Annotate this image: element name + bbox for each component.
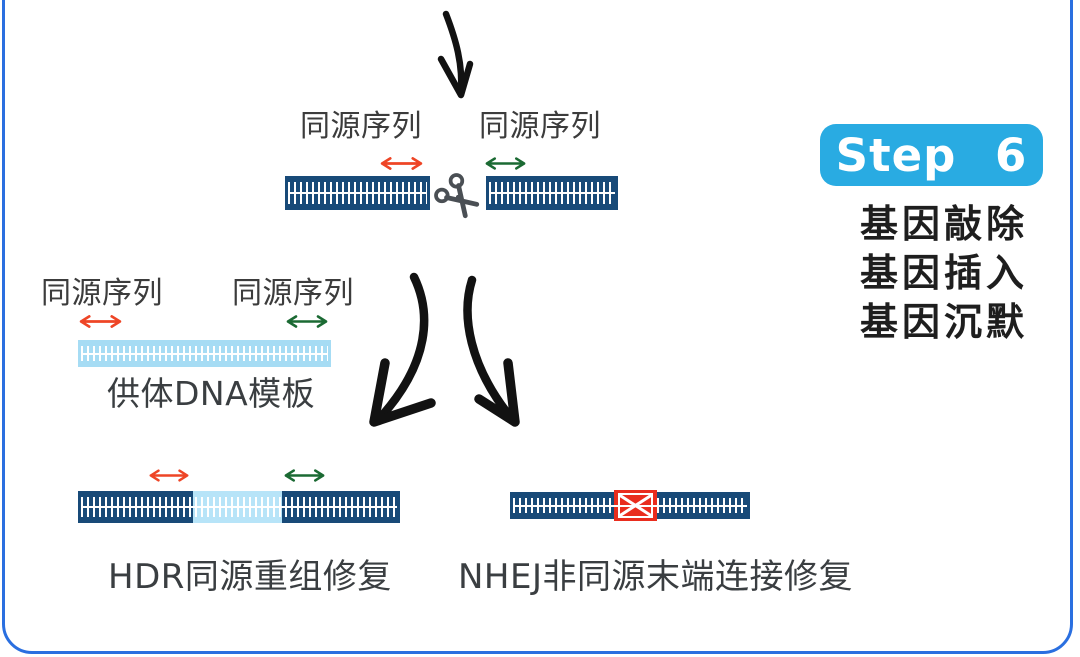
down-arrow-icon — [437, 10, 474, 99]
homology-label-top-left: 同源序列 — [300, 109, 422, 144]
gene-function-list: 基因敲除 基因插入 基因沉默 — [860, 200, 1028, 347]
curved-arrow-right-icon — [463, 275, 520, 427]
curved-arrow-left-icon — [369, 272, 436, 427]
gene-function-item: 基因沉默 — [860, 300, 1029, 344]
hdr-caption: HDR同源重组修复 — [108, 557, 392, 597]
donor-dna-template-bar — [78, 340, 331, 367]
mutation-x-box-icon — [614, 490, 657, 521]
gene-function-item: 基因插入 — [860, 251, 1029, 295]
homology-arrow-green-icon — [485, 157, 526, 170]
nhej-caption: NHEJ非同源末端连接修复 — [458, 557, 854, 597]
homology-arrow-red-icon — [79, 315, 122, 328]
homology-arrow-red-icon — [149, 469, 189, 482]
homology-label-donor-left: 同源序列 — [41, 276, 163, 311]
step-badge: Step 6 — [820, 124, 1043, 186]
nhej-repaired-dna-bar — [510, 490, 750, 521]
homology-label-donor-right: 同源序列 — [232, 276, 354, 311]
homology-arrow-red-icon — [380, 157, 423, 170]
homology-label-top-right: 同源序列 — [479, 109, 601, 144]
dna-segment-right — [486, 176, 618, 210]
scissors-icon — [434, 173, 480, 219]
donor-template-caption: 供体DNA模板 — [107, 374, 316, 413]
hdr-repaired-dna-bar — [78, 491, 400, 523]
homology-arrow-green-icon — [286, 315, 328, 328]
homology-arrow-green-icon — [284, 469, 325, 482]
dna-segment-left — [285, 176, 430, 210]
gene-function-item: 基因敲除 — [860, 202, 1029, 246]
